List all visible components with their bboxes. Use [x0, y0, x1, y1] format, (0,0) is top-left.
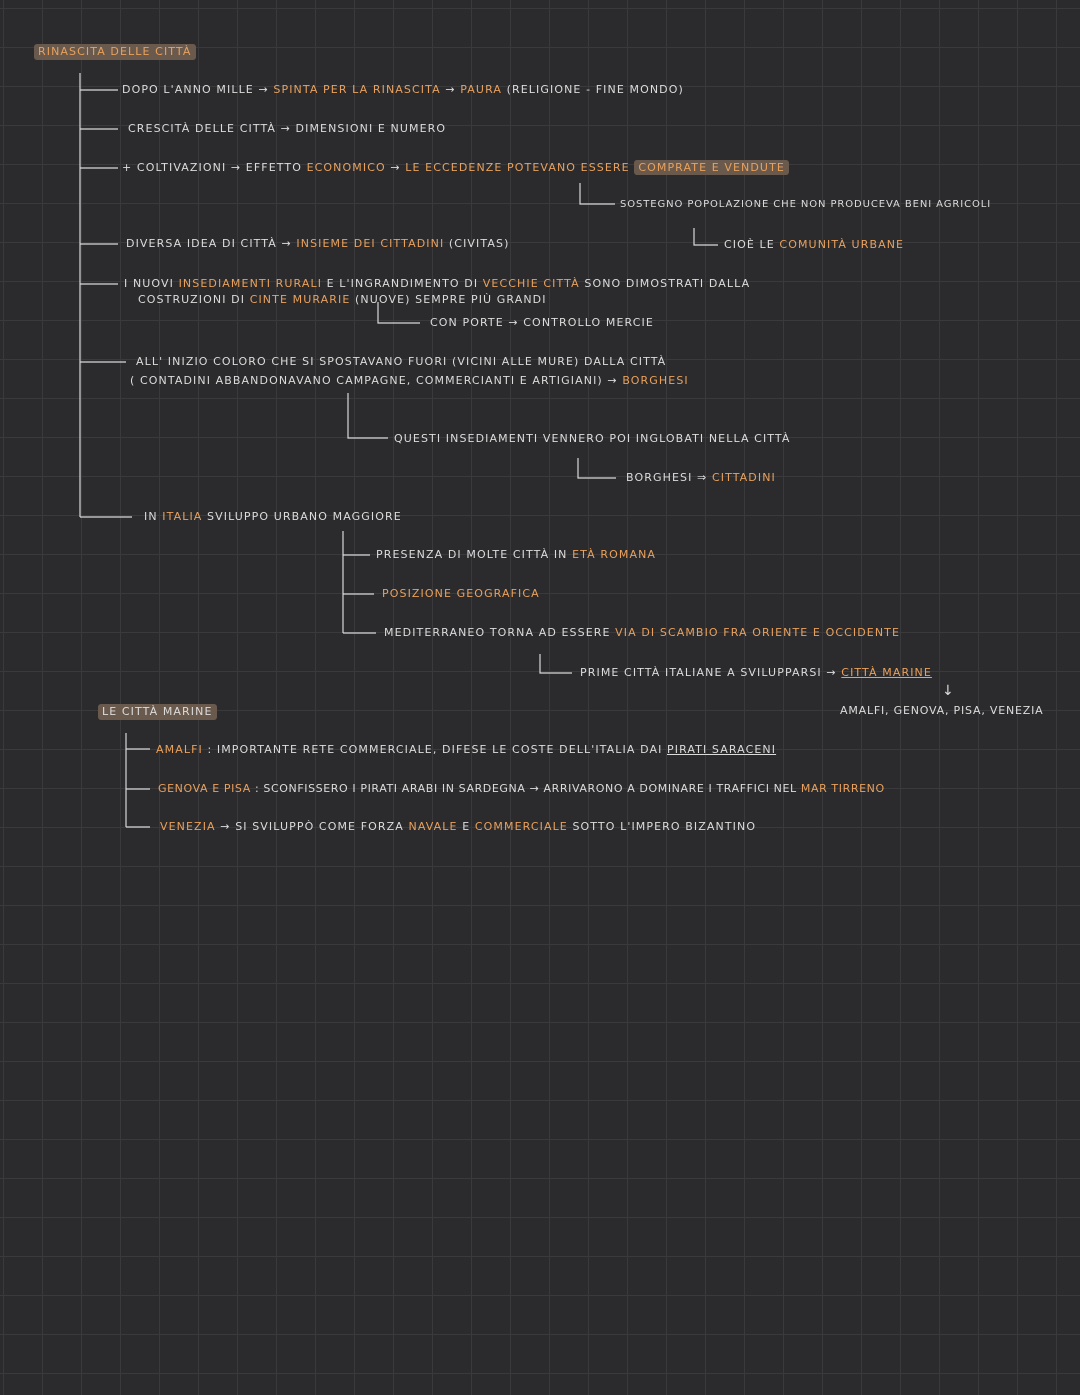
text-coltivazioni: + COLTIVAZIONI → EFFETTO	[122, 161, 302, 174]
text-insieme-cittadini: INSIEME DEI CITTADINI	[296, 237, 445, 250]
text-economico: ECONOMICO	[306, 161, 386, 174]
text-vecchie-citta: VECCHIE CITTÀ	[482, 277, 580, 290]
line-genova-pisa: GENOVA E PISA : SCONFISSERO I PIRATI ARA…	[158, 782, 885, 796]
text-eccedenze: LE ECCEDENZE POTEVANO ESSERE	[405, 161, 630, 174]
text-mar-tirreno: MAR TIRRENO	[800, 782, 885, 795]
text-amalfi: AMALFI	[156, 743, 203, 756]
line-italia: IN ITALIA SVILUPPO URBANO MAGGIORE	[144, 510, 402, 524]
text-cittadini: CITTADINI	[711, 471, 776, 484]
line-dopo-mille: DOPO L'ANNO MILLE → SPINTA PER LA RINASC…	[122, 83, 684, 97]
line-amalfi: AMALFI : IMPORTANTE RETE COMMERCIALE, DI…	[156, 743, 776, 757]
text-mediterraneo: MEDITERRANEO TORNA AD ESSERE	[384, 626, 611, 639]
text-borghesi-implica: BORGHESI ⇒	[626, 471, 708, 484]
line-prime-citta: PRIME CITTÀ ITALIANE A SVILUPPARSI → CIT…	[580, 666, 932, 680]
line-borghesi-cittadini: BORGHESI ⇒ CITTADINI	[626, 471, 776, 485]
arrow: →	[390, 161, 401, 174]
text-genova-pisa: GENOVA E PISA	[158, 782, 251, 795]
text-comunita-urbane: COMUNITÀ URBANE	[779, 238, 905, 251]
line-porte: CON PORTE → CONTROLLO MERCIE	[430, 316, 654, 329]
text-civitas: (CIVITAS)	[448, 237, 510, 250]
text-pirati-saraceni: PIRATI SARACENI	[667, 743, 777, 756]
line-inglobati: QUESTI INSEDIAMENTI VENNERO POI INGLOBAT…	[394, 432, 791, 445]
line-coltivazioni: + COLTIVAZIONI → EFFETTO ECONOMICO → LE …	[122, 160, 789, 175]
text-sviluppo-urbano: SVILUPPO URBANO MAGGIORE	[207, 510, 402, 523]
line-cinte-murarie: COSTRUZIONI DI CINTE MURARIE (NUOVE) SEM…	[138, 293, 547, 307]
text-citta-marine: CITTÀ MARINE	[841, 666, 932, 679]
text-in: IN	[144, 510, 158, 523]
line-comunita: CIOÈ LE COMUNITÀ URBANE	[724, 238, 904, 252]
section-title-marine: LE CITTÀ MARINE	[98, 704, 217, 720]
text-commerciale: COMMERCIALE	[474, 820, 568, 833]
text-cinte-murarie: CINTE MURARIE	[249, 293, 351, 306]
section-title-rinascita: RINASCITA DELLE CITTÀ	[34, 44, 196, 60]
text-italia: ITALIA	[162, 510, 203, 523]
text-ingrandimento: E L'INGRANDIMENTO DI	[326, 277, 479, 290]
text-presenza: PRESENZA DI MOLTE CITTÀ IN	[376, 548, 568, 561]
text-impero-bizantino: SOTTO L'IMPERO BIZANTINO	[572, 820, 757, 833]
line-posizione-geografica: POSIZIONE GEOGRAFICA	[382, 587, 540, 600]
down-arrow-icon: ↓	[942, 683, 955, 699]
text-via-scambio: VIA DI SCAMBIO FRA ORIENTE E OCCIDENTE	[615, 626, 901, 639]
line-mediterraneo: MEDITERRANEO TORNA AD ESSERE VIA DI SCAM…	[384, 626, 900, 640]
text-contadini: ( CONTADINI ABBANDONAVANO CAMPAGNE, COMM…	[130, 374, 618, 387]
text-amalfi-desc: : IMPORTANTE RETE COMMERCIALE, DIFESE LE…	[207, 743, 663, 756]
text-genova-desc: : SCONFISSERO I PIRATI ARABI IN SARDEGNA…	[254, 782, 797, 795]
text-e: E	[462, 820, 471, 833]
line-nuovi-insediamenti: I NUOVI INSEDIAMENTI RURALI E L'INGRANDI…	[124, 277, 750, 291]
text-venezia-desc: → SI SVILUPPÒ COME FORZA	[220, 820, 404, 833]
text-borghesi: BORGHESI	[622, 374, 689, 387]
text-religione: (RELIGIONE - FINE MONDO)	[506, 83, 684, 96]
line-eta-romana: PRESENZA DI MOLTE CITTÀ IN ETÀ ROMANA	[376, 548, 656, 562]
text-insediamenti-rurali: INSEDIAMENTI RURALI	[178, 277, 323, 290]
line-diversa-idea: DIVERSA IDEA DI CITTÀ → INSIEME DEI CITT…	[126, 237, 509, 251]
text-paura: PAURA	[460, 83, 502, 96]
text-spinta: SPINTA PER LA RINASCITA	[273, 83, 441, 96]
text-eta-romana: ETÀ ROMANA	[572, 548, 657, 561]
line-crescita: CRESCITÀ DELLE CITTÀ → DIMENSIONI E NUME…	[128, 122, 447, 135]
line-venezia: VENEZIA → SI SVILUPPÒ COME FORZA NAVALE …	[160, 820, 756, 834]
text-diversa-idea: DIVERSA IDEA DI CITTÀ →	[126, 237, 292, 250]
text-navale: NAVALE	[408, 820, 458, 833]
arrow: →	[445, 83, 456, 96]
text-dopo-mille: DOPO L'ANNO MILLE →	[122, 83, 269, 96]
text-cioe: CIOÈ LE	[724, 238, 775, 251]
text-venezia: VENEZIA	[160, 820, 216, 833]
line-contadini: ( CONTADINI ABBANDONAVANO CAMPAGNE, COMM…	[130, 374, 689, 388]
text-i-nuovi: I NUOVI	[124, 277, 174, 290]
text-nuove: (NUOVE) SEMPRE PIÙ GRANDI	[355, 293, 547, 306]
text-costruzioni: COSTRUZIONI DI	[138, 293, 246, 306]
text-prime-citta: PRIME CITTÀ ITALIANE A SVILUPPARSI →	[580, 666, 837, 679]
line-sostegno: SOSTEGNO POPOLAZIONE CHE NON PRODUCEVA B…	[620, 199, 992, 210]
text-comprate-vendute: COMPRATE E VENDUTE	[634, 160, 789, 175]
line-all-inizio: ALL' INIZIO COLORO CHE SI SPOSTAVANO FUO…	[136, 355, 667, 368]
line-marine-list: AMALFI, GENOVA, PISA, VENEZIA	[840, 704, 1044, 717]
text-dimostrati: SONO DIMOSTRATI DALLA	[584, 277, 751, 290]
